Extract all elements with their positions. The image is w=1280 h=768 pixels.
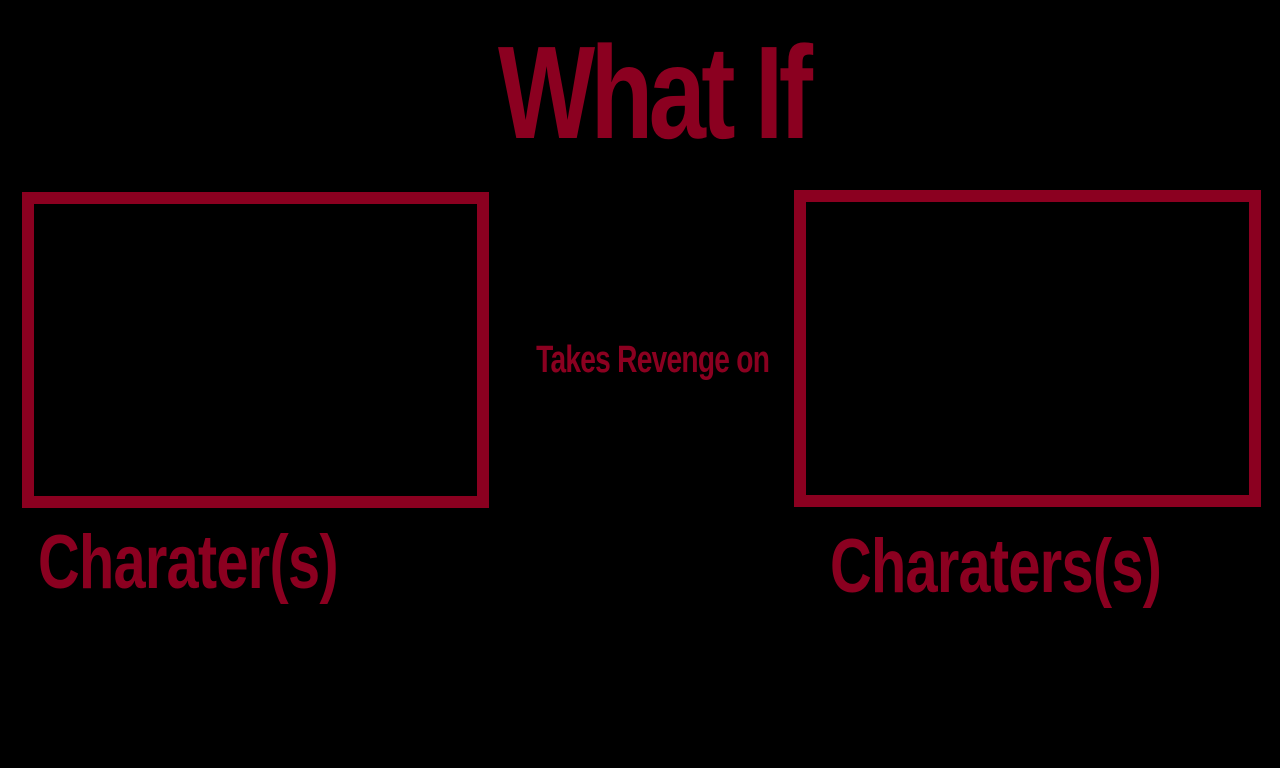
- page-title: What If: [497, 19, 813, 166]
- right-character-frame: [794, 190, 1261, 507]
- right-character-label: Charaters(s): [830, 524, 1162, 609]
- left-character-frame: [22, 192, 489, 508]
- left-character-label: Charater(s): [38, 520, 339, 605]
- middle-caption: Takes Revenge on: [536, 339, 770, 381]
